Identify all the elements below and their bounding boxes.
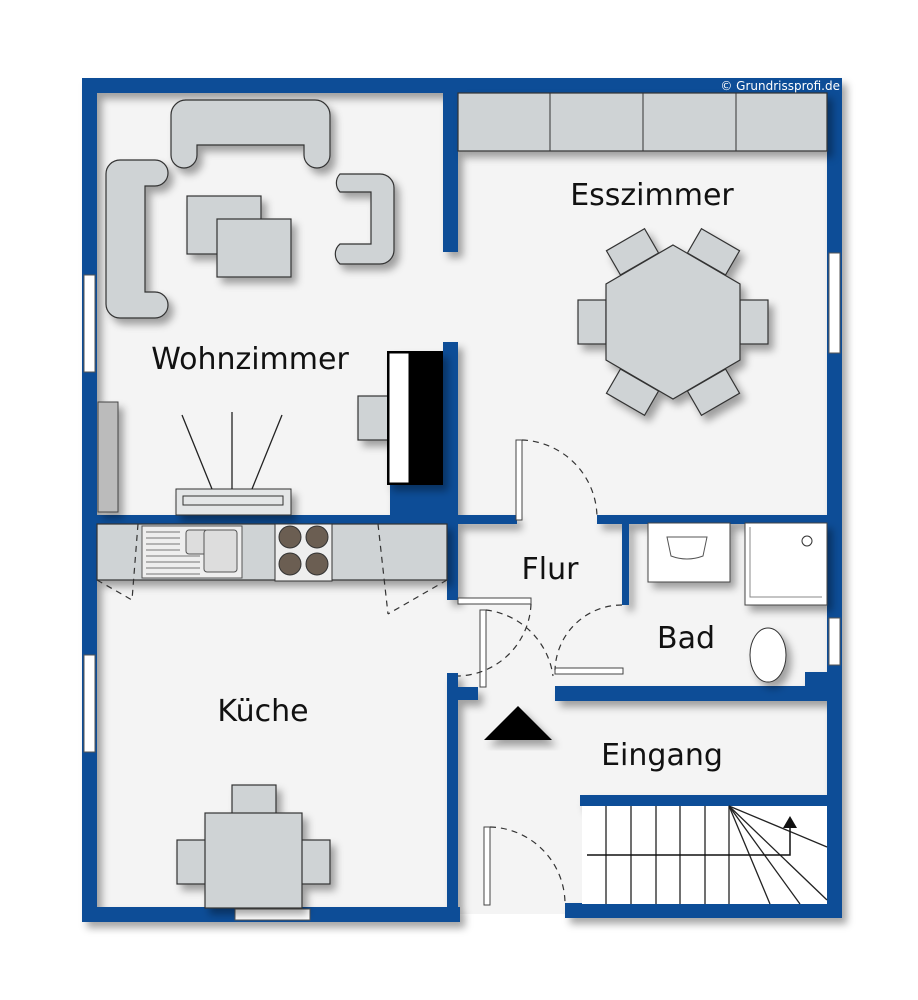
cabinet-door-swing: [387, 579, 448, 615]
piano-keys: [388, 352, 410, 484]
sink-drainboard: [146, 531, 200, 575]
wall-bath-corner: [805, 672, 842, 688]
sofa-left: [105, 159, 169, 319]
washbasin: [647, 522, 731, 583]
wall-dining-bath: [597, 515, 827, 524]
cabinet-door-swing: [96, 579, 133, 601]
living-furniture: [97, 99, 443, 516]
cabinet-door-swing: [377, 523, 389, 615]
room-label-eingang: Eingang: [601, 738, 723, 773]
washbasin-bowl: [666, 536, 708, 560]
chair: [739, 299, 769, 345]
wall-left: [82, 78, 97, 922]
door-swing: [489, 826, 566, 904]
wall-living-dining-upper: [443, 93, 458, 252]
door-swing: [485, 609, 554, 677]
door-bath[interactable]: [554, 667, 624, 675]
hexagonal-table: [605, 244, 741, 400]
window-kitchen-side: [83, 654, 96, 753]
room-label-esszimmer: Esszimmer: [570, 178, 734, 213]
stair-arrow-icon: [783, 816, 797, 828]
chair: [299, 839, 331, 885]
wall-bottom-right: [565, 903, 842, 918]
tv-view-line: [251, 414, 283, 490]
door-hall-left[interactable]: [479, 609, 487, 688]
sink-basin-large: [203, 529, 238, 573]
wall-right: [827, 78, 842, 918]
wall-kitchen-entry: [447, 673, 458, 920]
room-label-wohnzimmer: Wohnzimmer: [151, 342, 349, 377]
tv: [182, 495, 284, 506]
window-kitchen-bottom: [234, 908, 311, 921]
door-swing: [521, 439, 598, 519]
wall-kitchen-hall-upper: [447, 520, 458, 600]
toilet: [749, 627, 787, 683]
window-living: [83, 274, 96, 373]
shower-drain: [801, 535, 813, 547]
door-kitchen[interactable]: [457, 597, 532, 605]
wall-living-kitchen: [97, 515, 517, 524]
chair: [577, 299, 607, 345]
wall-stairs: [580, 795, 827, 806]
entrance-door[interactable]: [483, 826, 491, 906]
wall-stub: [447, 687, 478, 700]
stove-burners: [278, 525, 329, 576]
wall-top: [82, 78, 842, 93]
wall-living-dining-lower: [443, 342, 458, 522]
coffee-table-2: [216, 218, 292, 278]
piano-bench: [357, 395, 389, 441]
shower-tray: [749, 527, 822, 598]
doors: [457, 439, 624, 906]
door-swing: [457, 603, 532, 677]
dining-chairs: [577, 227, 769, 417]
entrance-marker-icon: [484, 706, 552, 740]
sofa-top: [170, 99, 331, 169]
tv-view-line: [181, 414, 213, 490]
bath-furniture: [647, 522, 828, 683]
stair-direction-line: [587, 820, 791, 856]
kitchen-table: [204, 812, 303, 909]
window-bath: [828, 617, 841, 666]
door-dining[interactable]: [515, 439, 523, 521]
copyright-text: © Grundrissprofi.de: [720, 79, 840, 93]
shower: [744, 522, 828, 606]
wall-bath-left: [622, 523, 629, 605]
door-swing: [554, 604, 623, 671]
wall-bath-bottom: [555, 686, 842, 701]
room-label-flur: Flur: [522, 552, 580, 587]
radiator: [97, 401, 119, 513]
room-label-bad: Bad: [657, 621, 715, 656]
chair: [176, 839, 208, 885]
chair: [231, 784, 277, 816]
armchair: [334, 173, 395, 265]
room-label-kueche: Küche: [217, 694, 308, 729]
cabinet-door-swing: [131, 523, 139, 601]
window-dining: [828, 252, 841, 354]
